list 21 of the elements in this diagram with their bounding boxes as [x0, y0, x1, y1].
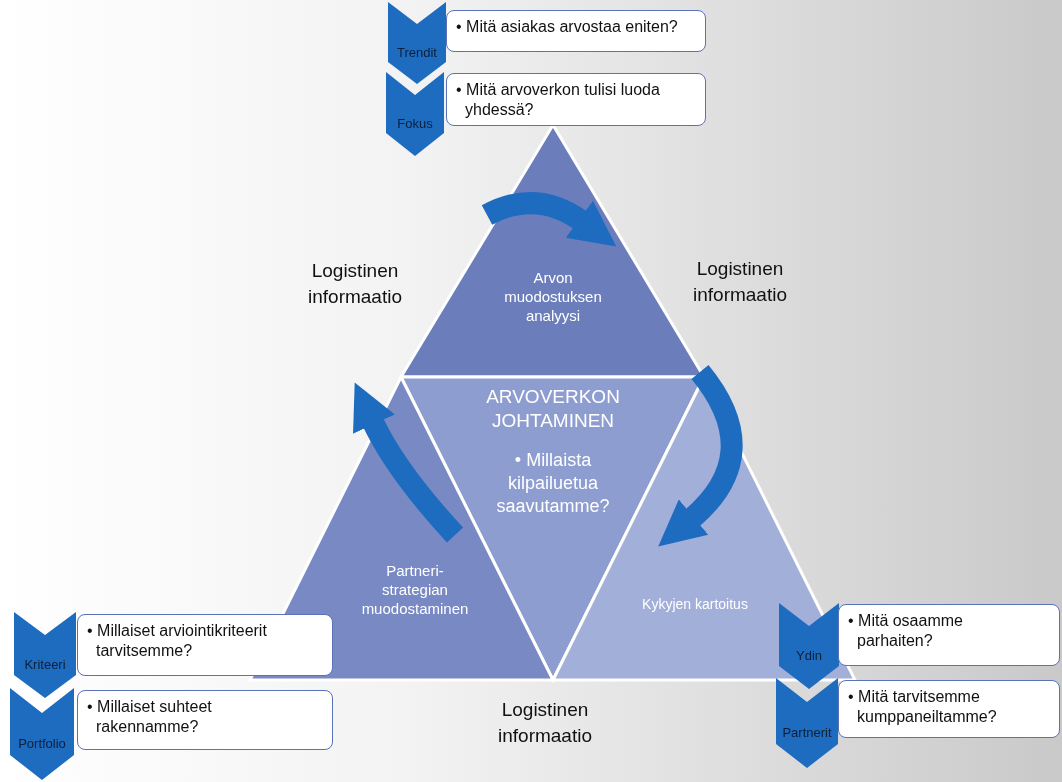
- chevron-label: Partnerit: [782, 724, 832, 740]
- question-text: • Mitä arvoverkon tulisi luoda yhdessä?: [446, 73, 706, 126]
- curved-arrow: [353, 382, 464, 543]
- triangle-text: • Millaista kilpailuetua saavutamme?: [495, 449, 611, 518]
- chevron-label: Kriteeri: [24, 656, 66, 672]
- question-text: • Millaiset arviointikriteerit tarvitsemme?: [77, 614, 333, 676]
- triangle-text: Kykyjen kartoitus: [641, 595, 749, 614]
- chevron-label: Portfolio: [18, 735, 66, 751]
- side-label: Logistinen informaatio: [692, 257, 788, 307]
- chevron-label: Ydin: [796, 647, 822, 663]
- side-label: Logistinen informaatio: [497, 698, 593, 748]
- chevron-label: Trendit: [397, 44, 437, 60]
- question-text: • Mitä asiakas arvostaa eniten?: [446, 10, 706, 52]
- question-text: • Millaiset suhteet rakennamme?: [77, 690, 333, 750]
- triangle-text: Partneri- strategian muodostaminen: [360, 561, 470, 618]
- question-text: • Mitä osaamme parhaiten?: [838, 604, 1060, 666]
- triangle-text: Arvon muodostuksen analyysi: [503, 268, 603, 325]
- question-text: • Mitä tarvitsemme kumppaneiltamme?: [838, 680, 1060, 738]
- chevron-label: Fokus: [397, 115, 433, 131]
- center-heading: ARVOVERKON JOHTAMINEN: [485, 385, 621, 433]
- side-label: Logistinen informaatio: [307, 259, 403, 309]
